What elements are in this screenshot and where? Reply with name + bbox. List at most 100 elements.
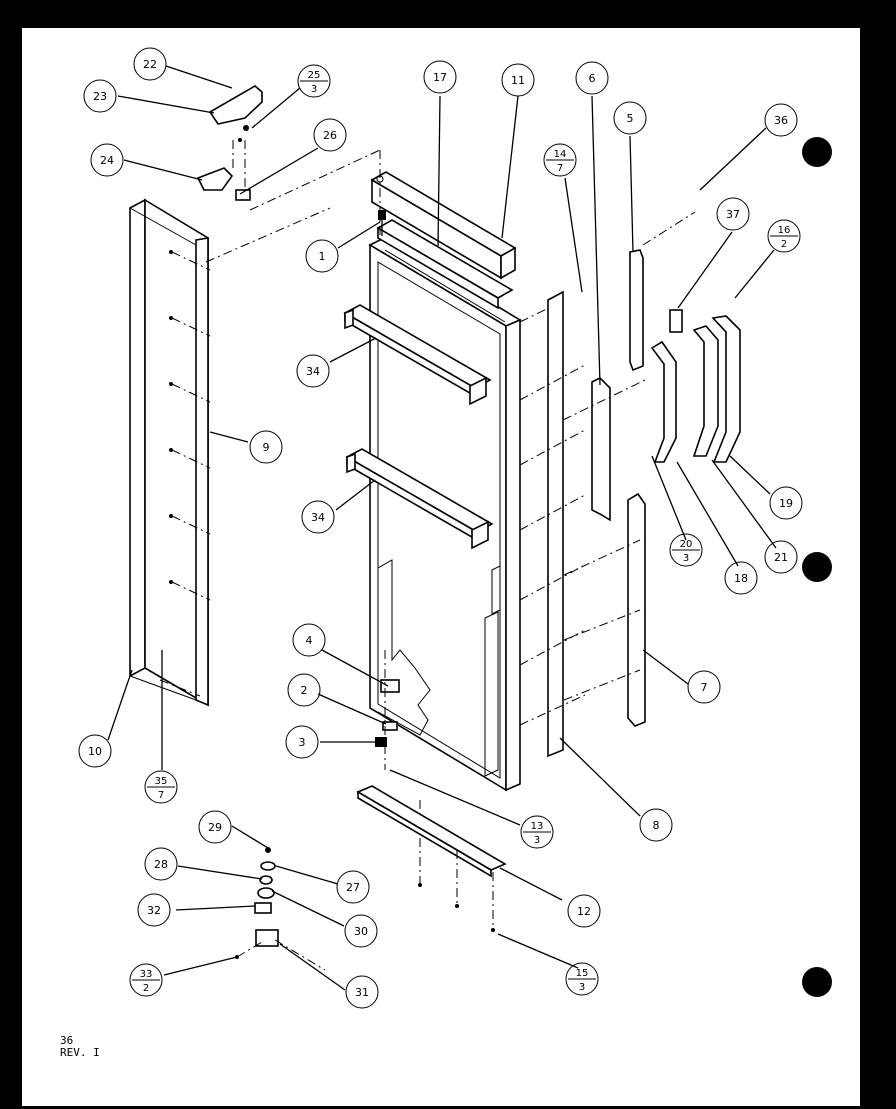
callout-37: 37	[716, 197, 750, 231]
svg-text:2: 2	[301, 684, 308, 697]
callout-4: 4	[292, 623, 326, 657]
page-ref-25-3: 253	[297, 64, 331, 98]
callout-29: 29	[198, 810, 232, 844]
callout-27: 27	[336, 870, 370, 904]
svg-text:1: 1	[319, 250, 326, 263]
leader-lines	[107, 65, 777, 991]
callout-10: 10	[78, 734, 112, 768]
svg-text:26: 26	[323, 129, 337, 142]
svg-text:18: 18	[734, 572, 748, 585]
hinge-cover-parts	[650, 309, 741, 463]
registration-dot	[802, 967, 832, 997]
svg-text:29: 29	[208, 821, 222, 834]
door-top-cap-part-11	[370, 171, 517, 280]
callout-31: 31	[345, 975, 379, 1009]
svg-text:3: 3	[579, 982, 585, 993]
callout-19: 19	[769, 486, 803, 520]
strip-part-5	[629, 211, 696, 372]
callout-30: 30	[344, 914, 378, 948]
callout-21: 21	[764, 540, 798, 574]
trim-alignment-lines	[159, 207, 331, 697]
svg-text:37: 37	[726, 208, 740, 221]
page-ref-14-7: 147	[543, 143, 577, 177]
svg-text:19: 19	[779, 497, 793, 510]
callout-32: 32	[137, 893, 171, 927]
svg-text:35: 35	[155, 776, 168, 787]
svg-text:2: 2	[781, 239, 787, 250]
page-ref-balloons: 253 147 162 203 357 133 332 153	[129, 64, 801, 997]
svg-text:3: 3	[534, 835, 540, 846]
svg-text:5: 5	[627, 112, 634, 125]
svg-text:11: 11	[511, 74, 525, 87]
svg-text:36: 36	[774, 114, 788, 127]
screw-part-1	[378, 210, 386, 236]
svg-text:16: 16	[778, 225, 791, 236]
page-ref-33-2: 332	[129, 963, 163, 997]
callout-1: 1	[305, 239, 339, 273]
svg-text:28: 28	[154, 858, 168, 871]
svg-text:23: 23	[93, 90, 107, 103]
svg-text:25: 25	[308, 70, 321, 81]
callout-8: 8	[639, 808, 673, 842]
page-ref-13-3: 133	[520, 815, 554, 849]
svg-text:34: 34	[311, 511, 325, 524]
svg-text:17: 17	[433, 71, 447, 84]
svg-text:31: 31	[355, 986, 369, 999]
door-top-gasket-part-17	[376, 219, 514, 310]
door-trim-part-10	[129, 198, 209, 707]
svg-text:34: 34	[306, 365, 320, 378]
callout-balloons: 22 23 24 26 17 11 6 5 36 37 1 34 34 9 19…	[78, 47, 803, 1009]
callout-11: 11	[501, 63, 535, 97]
revision-label: REV. I	[60, 1046, 100, 1059]
callout-36: 36	[764, 103, 798, 137]
svg-text:2: 2	[143, 983, 149, 994]
callout-28: 28	[144, 847, 178, 881]
svg-text:7: 7	[158, 790, 164, 801]
svg-text:20: 20	[680, 539, 693, 550]
page-ref-35-7: 357	[144, 770, 178, 804]
callout-5: 5	[613, 101, 647, 135]
hinge-side-strip-part-8	[519, 290, 586, 758]
svg-text:13: 13	[531, 821, 544, 832]
callout-22: 22	[133, 47, 167, 81]
svg-text:3: 3	[299, 736, 306, 749]
callout-24: 24	[90, 143, 124, 177]
bottom-trim-part-12	[356, 785, 507, 932]
svg-text:9: 9	[263, 441, 270, 454]
callout-7: 7	[687, 670, 721, 704]
page-ref-16-2: 162	[767, 219, 801, 253]
callout-2: 2	[287, 673, 321, 707]
svg-text:4: 4	[306, 634, 313, 647]
svg-text:24: 24	[100, 154, 114, 167]
svg-text:3: 3	[683, 553, 689, 564]
strip-part-6	[562, 377, 646, 522]
callout-17: 17	[423, 60, 457, 94]
svg-text:8: 8	[653, 819, 660, 832]
svg-text:21: 21	[774, 551, 788, 564]
svg-text:3: 3	[311, 84, 317, 95]
callout-6: 6	[575, 61, 609, 95]
callout-3: 3	[285, 725, 319, 759]
latch-parts	[375, 650, 421, 885]
bottom-hinge-assembly	[235, 847, 326, 971]
page-footer: 36 REV. I	[60, 1035, 100, 1059]
svg-text:27: 27	[346, 881, 360, 894]
svg-text:15: 15	[576, 968, 589, 979]
page-ref-15-3: 153	[565, 962, 599, 996]
door-shelf-part-34-lower	[345, 448, 494, 550]
callout-23: 23	[83, 79, 117, 113]
page-number: 36	[60, 1034, 74, 1047]
callout-9: 9	[249, 430, 283, 464]
callout-26: 26	[313, 118, 347, 152]
registration-dot	[802, 552, 832, 582]
svg-text:7: 7	[557, 163, 563, 174]
callout-34-lower: 34	[301, 500, 335, 534]
svg-text:14: 14	[554, 149, 567, 160]
svg-text:12: 12	[577, 905, 591, 918]
strip-part-7	[563, 492, 646, 727]
door-shelf-part-34-upper	[343, 304, 492, 406]
top-hinge-assembly	[196, 85, 381, 240]
svg-text:32: 32	[147, 904, 161, 917]
svg-text:7: 7	[701, 681, 708, 694]
